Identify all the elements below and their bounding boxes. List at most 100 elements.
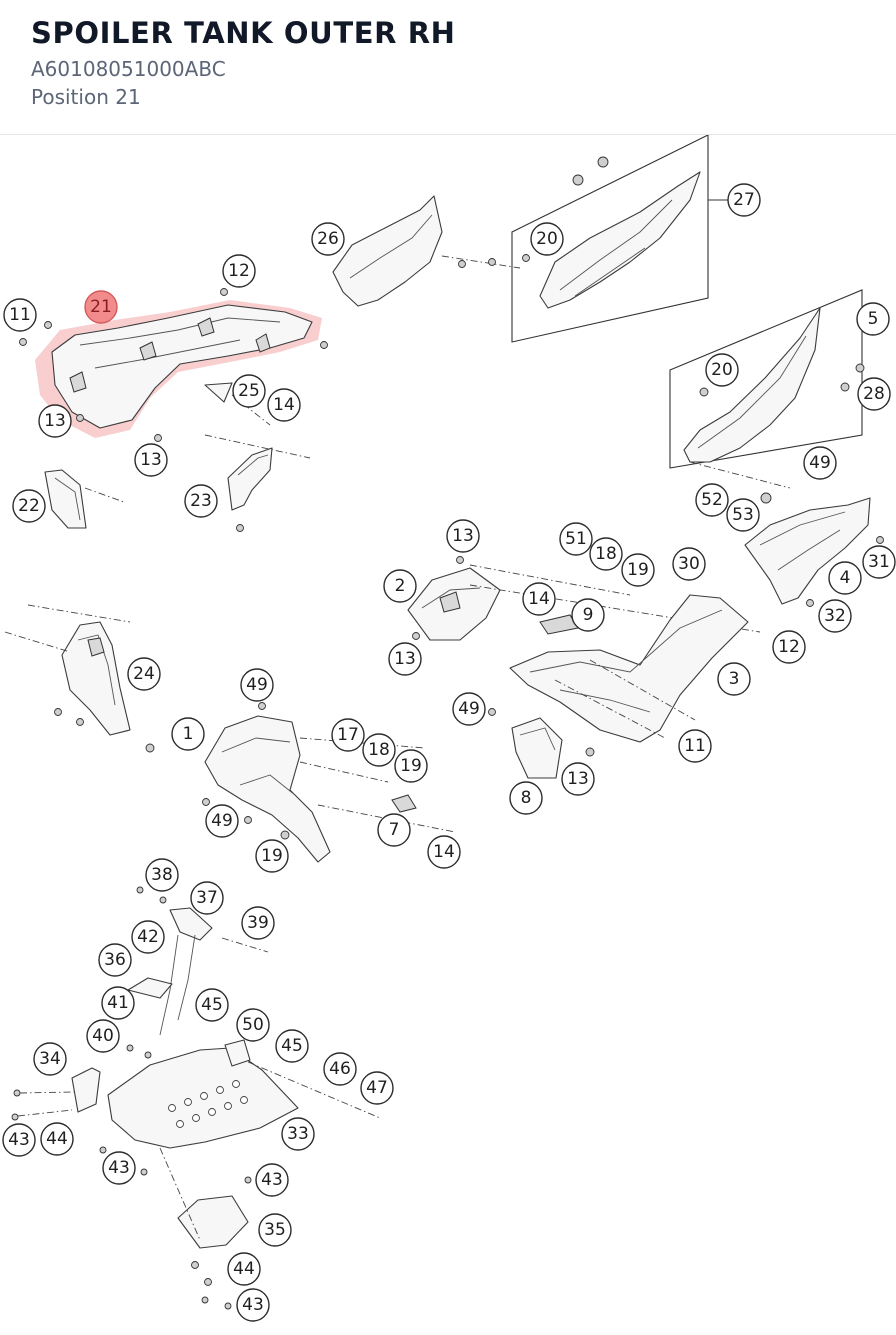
svg-text:44: 44 (46, 1129, 68, 1149)
svg-text:47: 47 (366, 1078, 388, 1098)
callout-39[interactable]: 39 (241, 906, 275, 940)
svg-text:22: 22 (18, 496, 40, 516)
callout-5[interactable]: 5 (856, 302, 890, 336)
callout-30[interactable]: 30 (672, 547, 706, 581)
callout-20[interactable]: 20 (530, 222, 564, 256)
callout-43[interactable]: 43 (255, 1163, 289, 1197)
callout-3[interactable]: 3 (717, 662, 751, 696)
callout-21-selected[interactable]: 21 (84, 290, 118, 324)
svg-text:49: 49 (246, 675, 268, 695)
callout-14[interactable]: 14 (427, 835, 461, 869)
svg-text:18: 18 (595, 544, 617, 564)
callout-2[interactable]: 2 (383, 569, 417, 603)
callout-11[interactable]: 11 (678, 729, 712, 763)
svg-text:37: 37 (196, 888, 218, 908)
svg-text:50: 50 (242, 1015, 264, 1035)
svg-text:20: 20 (536, 229, 558, 249)
callout-19[interactable]: 19 (255, 839, 289, 873)
svg-text:21: 21 (90, 297, 112, 317)
svg-text:36: 36 (104, 950, 126, 970)
callout-8[interactable]: 8 (509, 781, 543, 815)
callout-34[interactable]: 34 (33, 1042, 67, 1076)
svg-text:14: 14 (528, 589, 550, 609)
callout-24[interactable]: 24 (127, 657, 161, 691)
callout-19[interactable]: 19 (394, 749, 428, 783)
callout-40[interactable]: 40 (86, 1019, 120, 1053)
callout-31[interactable]: 31 (862, 545, 896, 579)
svg-text:19: 19 (261, 846, 283, 866)
callout-44[interactable]: 44 (227, 1252, 261, 1286)
svg-text:44: 44 (233, 1259, 255, 1279)
part-group-22-23 (44, 434, 311, 532)
callout-37[interactable]: 37 (190, 881, 224, 915)
svg-text:51: 51 (565, 529, 587, 549)
callout-12[interactable]: 12 (222, 254, 256, 288)
callout-17[interactable]: 17 (331, 718, 365, 752)
callout-7[interactable]: 7 (377, 813, 411, 847)
callout-14[interactable]: 14 (522, 582, 556, 616)
callout-47[interactable]: 47 (360, 1071, 394, 1105)
callout-14[interactable]: 14 (267, 388, 301, 422)
callout-1[interactable]: 1 (171, 717, 205, 751)
callout-27[interactable]: 27 (727, 183, 761, 217)
callout-13[interactable]: 13 (388, 642, 422, 676)
callout-49[interactable]: 49 (803, 446, 837, 480)
part-title: SPOILER TANK OUTER RH (31, 16, 456, 50)
callout-28[interactable]: 28 (857, 377, 891, 411)
callout-53[interactable]: 53 (726, 498, 760, 532)
callout-44[interactable]: 44 (40, 1122, 74, 1156)
svg-text:46: 46 (329, 1059, 351, 1079)
callout-50[interactable]: 50 (236, 1008, 270, 1042)
callout-13[interactable]: 13 (561, 762, 595, 796)
callout-26[interactable]: 26 (311, 222, 345, 256)
callout-46[interactable]: 46 (323, 1052, 357, 1086)
callout-45[interactable]: 45 (195, 988, 229, 1022)
callout-52[interactable]: 52 (695, 483, 729, 517)
svg-text:24: 24 (133, 664, 155, 684)
callout-36[interactable]: 36 (98, 943, 132, 977)
svg-text:27: 27 (733, 190, 755, 210)
callout-9[interactable]: 9 (571, 598, 605, 632)
svg-text:49: 49 (809, 453, 831, 473)
part-group-26 (332, 195, 521, 307)
svg-text:7: 7 (389, 820, 400, 840)
callout-51[interactable]: 51 (559, 522, 593, 556)
callout-13[interactable]: 13 (446, 519, 480, 553)
svg-text:5: 5 (868, 309, 879, 329)
callout-22[interactable]: 22 (12, 489, 46, 523)
callout-19[interactable]: 19 (621, 553, 655, 587)
callout-45[interactable]: 45 (275, 1029, 309, 1063)
callout-43[interactable]: 43 (102, 1151, 136, 1185)
callout-49[interactable]: 49 (205, 804, 239, 838)
callout-32[interactable]: 32 (818, 599, 852, 633)
callout-33[interactable]: 33 (281, 1117, 315, 1151)
svg-text:18: 18 (368, 740, 390, 760)
callout-18[interactable]: 18 (589, 537, 623, 571)
svg-text:13: 13 (452, 526, 474, 546)
svg-text:12: 12 (778, 637, 800, 657)
callout-41[interactable]: 41 (101, 986, 135, 1020)
callout-23[interactable]: 23 (184, 484, 218, 518)
callout-43[interactable]: 43 (2, 1123, 36, 1157)
exploded-parts-diagram: 27 26 20 12 21 11 5 20 28 25 14 13 13 22… (2, 135, 896, 1322)
svg-text:32: 32 (824, 606, 846, 626)
svg-text:13: 13 (567, 769, 589, 789)
callout-18[interactable]: 18 (362, 733, 396, 767)
callout-35[interactable]: 35 (258, 1213, 292, 1247)
callout-42[interactable]: 42 (131, 920, 165, 954)
callout-11[interactable]: 11 (3, 298, 37, 332)
callout-49[interactable]: 49 (240, 668, 274, 702)
skid-plate-holes (168, 1080, 248, 1128)
callout-49[interactable]: 49 (452, 692, 486, 726)
callout-20[interactable]: 20 (705, 353, 739, 387)
callout-12[interactable]: 12 (772, 630, 806, 664)
callout-43[interactable]: 43 (236, 1288, 270, 1322)
callout-13[interactable]: 13 (134, 443, 168, 477)
callout-4[interactable]: 4 (828, 561, 862, 595)
callout-38[interactable]: 38 (145, 858, 179, 892)
callout-13[interactable]: 13 (38, 404, 72, 438)
svg-text:8: 8 (521, 788, 532, 808)
svg-text:40: 40 (92, 1026, 114, 1046)
callout-25[interactable]: 25 (232, 374, 266, 408)
svg-text:14: 14 (433, 842, 455, 862)
